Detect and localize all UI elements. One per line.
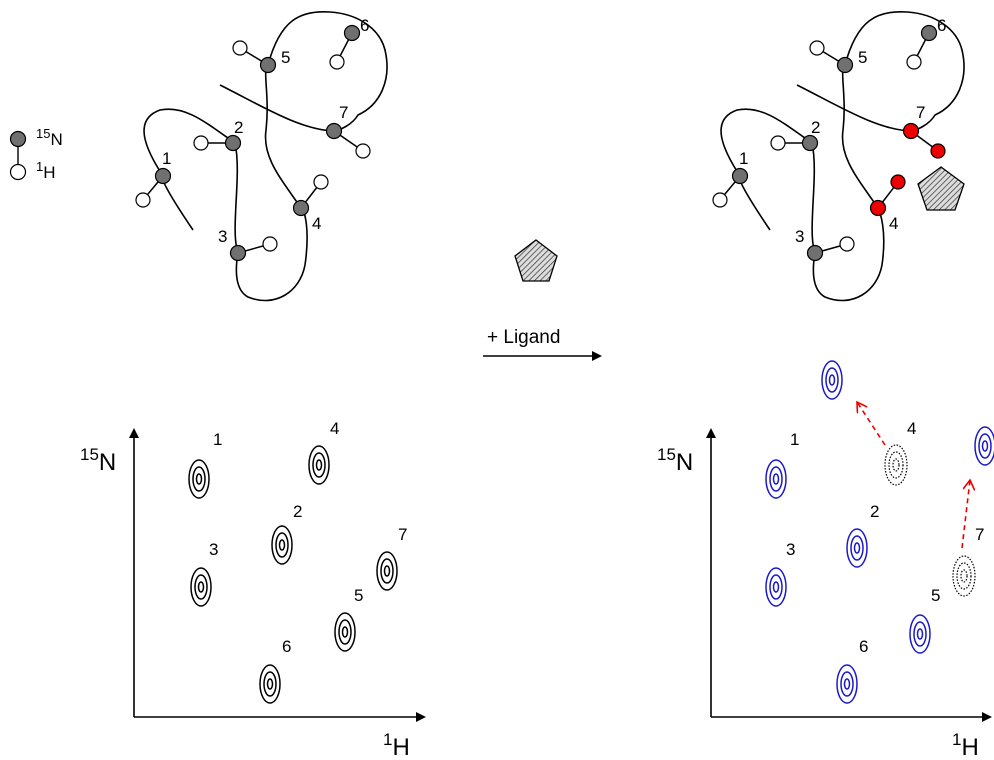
peak-label: 4: [330, 419, 339, 438]
peak-label: 3: [209, 540, 218, 559]
residue-label: 6: [360, 16, 369, 35]
hsqc-peak: [334, 612, 356, 652]
x-axis-label: 1H: [952, 730, 979, 760]
peak-label: 6: [282, 637, 291, 656]
bound-hsqc-spectrum: 15N 1H 1 2 3 4 5 6 7: [657, 360, 994, 760]
peak-label: 7: [975, 525, 984, 544]
peak-label: 2: [870, 502, 879, 521]
nitrogen-legend-icon: [9, 130, 27, 148]
ligand-icon: [514, 239, 558, 282]
hsqc-peak-bound: [821, 360, 843, 400]
hsqc-peak: [376, 551, 398, 591]
residue-label: 1: [739, 149, 748, 168]
peak-label: 7: [398, 525, 407, 544]
residue-label: 4: [312, 214, 321, 233]
residue-label: 7: [916, 103, 925, 122]
hsqc-peak: [308, 445, 330, 485]
hsqc-peak-free-ghost: [884, 444, 908, 486]
residue-label: 6: [937, 16, 946, 35]
residue-label: 5: [281, 48, 290, 67]
residue-label: 3: [218, 227, 227, 246]
peak-label: 5: [354, 586, 363, 605]
residue-label: 1: [162, 149, 171, 168]
y-axis-label: 15N: [80, 445, 116, 476]
peak-label: 1: [213, 430, 222, 449]
hydrogen-legend-icon: [9, 163, 27, 181]
residue-label: 4: [889, 214, 898, 233]
residue-label: 5: [858, 48, 867, 67]
legend-n-label: 15N: [36, 126, 63, 149]
peak-label: 1: [790, 430, 799, 449]
legend-h-label: 1H: [36, 159, 56, 182]
ligand-addition-label: + Ligand: [487, 327, 560, 348]
legend: 15N 1H: [9, 126, 63, 182]
shift-arrow-4: [857, 402, 886, 446]
peak-label: 4: [907, 419, 916, 438]
residue-label: 3: [795, 227, 804, 246]
hsqc-peak-bound: [974, 426, 994, 466]
peak-label: 5: [931, 586, 940, 605]
x-axis-label: 1H: [383, 730, 410, 760]
bound-ligand-icon: [917, 166, 965, 211]
free-hsqc-spectrum: 15N 1H 1 2 3 4 5 6 7: [80, 419, 426, 760]
hsqc-peak-bound: [765, 459, 787, 499]
hsqc-peak: [188, 459, 210, 499]
residue-label: 7: [339, 103, 348, 122]
residue-label: 2: [811, 118, 820, 137]
perturbed-atoms: [869, 122, 946, 217]
hsqc-peak-bound: [909, 614, 931, 654]
bound-protein-structure: 1 2 3 4 5 6 7: [712, 10, 965, 302]
peak-label: 6: [859, 637, 868, 656]
hsqc-peak: [271, 525, 293, 565]
peak-label: 2: [293, 502, 302, 521]
y-axis-label: 15N: [657, 445, 693, 476]
residue-label: 2: [234, 118, 243, 137]
hsqc-peak: [259, 664, 281, 704]
shift-arrow-7: [961, 480, 970, 549]
hsqc-peak: [190, 567, 212, 607]
hsqc-peak-bound: [836, 664, 858, 704]
hsqc-peak-free-ghost: [952, 555, 976, 597]
hsqc-peak-bound: [765, 567, 787, 607]
peak-label: 3: [786, 540, 795, 559]
free-protein-structure: 1 2 3 4 5 6 7: [135, 10, 388, 302]
hsqc-peak-bound: [846, 528, 868, 568]
